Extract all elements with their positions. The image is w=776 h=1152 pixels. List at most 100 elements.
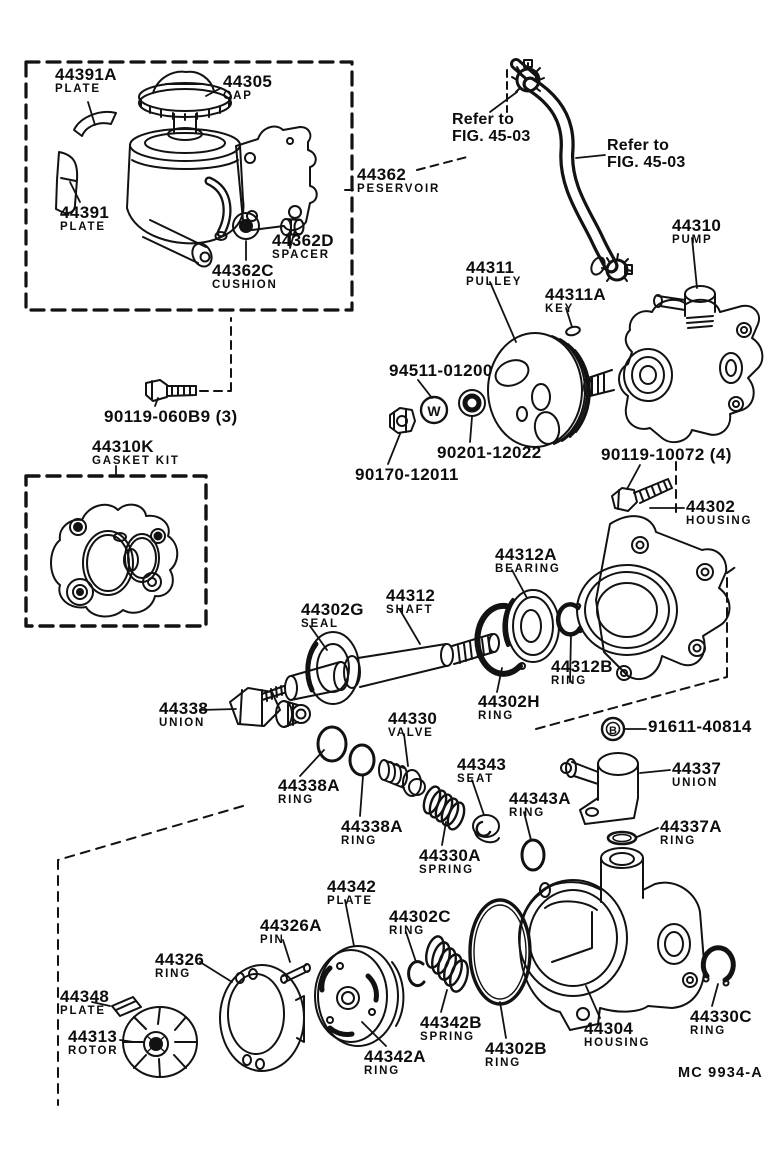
part-caption: RING xyxy=(278,793,314,806)
part-number: MC 9934-A xyxy=(678,1065,763,1081)
union-44337-drawing xyxy=(561,753,638,824)
bolt-06089-dash-leader xyxy=(200,318,231,391)
part-caption: RING xyxy=(364,1064,400,1077)
svg-text:W: W xyxy=(427,403,441,419)
part-caption: FIG. 45-03 xyxy=(452,127,531,145)
part-caption: FIG. 45-03 xyxy=(607,153,686,171)
part-number: 44337A xyxy=(660,817,722,836)
part-number: 44342A xyxy=(364,1047,426,1066)
part-number: 44326 xyxy=(155,950,205,969)
part-caption: SPRING xyxy=(420,1030,475,1043)
part-number: 44305 xyxy=(223,72,273,91)
part-label-91611-40814: 91611-40814 xyxy=(648,718,752,736)
snap-ring-44330C-drawing xyxy=(703,948,733,986)
part-caption: CAP xyxy=(223,89,253,102)
part-number: 90170-12011 xyxy=(355,465,459,484)
part-caption: PLATE xyxy=(55,82,101,95)
pulley-drawing xyxy=(488,333,590,447)
part-number: 90201-12022 xyxy=(437,443,542,462)
part-number: 44311 xyxy=(466,258,515,277)
part-number: 44312A xyxy=(495,545,557,564)
plate-44342-drawing xyxy=(315,946,403,1046)
part-number: 44302G xyxy=(301,600,364,619)
part-number: 44304 xyxy=(584,1019,634,1038)
reservoir-label-dash xyxy=(417,157,467,170)
part-number: 90119-060B9 (3) xyxy=(104,407,238,426)
part-number: 44391A xyxy=(55,65,117,84)
plate-44348-drawing xyxy=(112,997,141,1016)
part-caption: PUMP xyxy=(672,233,713,246)
part-caption: HOUSING xyxy=(686,514,753,527)
key-drawing xyxy=(565,325,581,336)
snap-ring-44312B-drawing xyxy=(558,604,582,635)
washer-90201-drawing xyxy=(459,390,485,416)
ring-44338A-1-drawing xyxy=(318,727,346,761)
union-44338-drawing xyxy=(230,688,310,727)
part-caption: SPACER xyxy=(272,248,330,261)
part-label-90170-12011: 90170-12011 xyxy=(355,466,459,484)
part-caption: RING xyxy=(155,967,191,980)
part-caption: PLATE xyxy=(60,220,106,233)
part-number: 44302H xyxy=(478,692,540,711)
ring-44337A-drawing xyxy=(608,832,636,844)
bolt-06089-drawing xyxy=(146,380,196,401)
part-number: 44311A xyxy=(545,285,607,304)
part-number: 44362C xyxy=(212,261,274,280)
shaft-washer-44302H-drawing xyxy=(477,606,525,674)
part-number: 44330 xyxy=(388,709,438,728)
front-housing-drawing xyxy=(577,516,730,680)
part-label-90119-060B9: 90119-060B9 (3) xyxy=(104,408,238,426)
spring-44330A-drawing xyxy=(421,784,468,831)
part-label-figure-code: MC 9934-A xyxy=(678,1065,763,1081)
leader-lines xyxy=(70,88,718,1046)
part-number: 44391 xyxy=(60,203,110,222)
part-caption: HOUSING xyxy=(584,1036,651,1049)
part-caption: GASKET KIT xyxy=(92,454,180,467)
part-number: 94511-01200 xyxy=(389,361,493,380)
part-number: 44342B xyxy=(420,1013,482,1032)
part-number: 44343A xyxy=(509,789,571,808)
part-caption: RING xyxy=(690,1024,726,1037)
gasket-kit-drawing xyxy=(51,505,177,617)
part-caption: SPRING xyxy=(419,863,474,876)
part-caption: PIN xyxy=(260,933,285,946)
part-caption: RING xyxy=(509,806,545,819)
part-caption: PLATE xyxy=(60,1004,106,1017)
part-caption: RING xyxy=(485,1056,521,1069)
part-caption: SHAFT xyxy=(386,603,434,616)
part-caption: PLATE xyxy=(327,894,373,907)
part-number: Refer to xyxy=(607,137,670,154)
reservoir-drawing xyxy=(56,72,317,270)
right-axis-dash xyxy=(536,566,737,729)
rear-housing-drawing xyxy=(519,848,704,1030)
part-number: 44313 xyxy=(68,1027,118,1046)
bolt-mark-icon: B xyxy=(602,718,624,740)
